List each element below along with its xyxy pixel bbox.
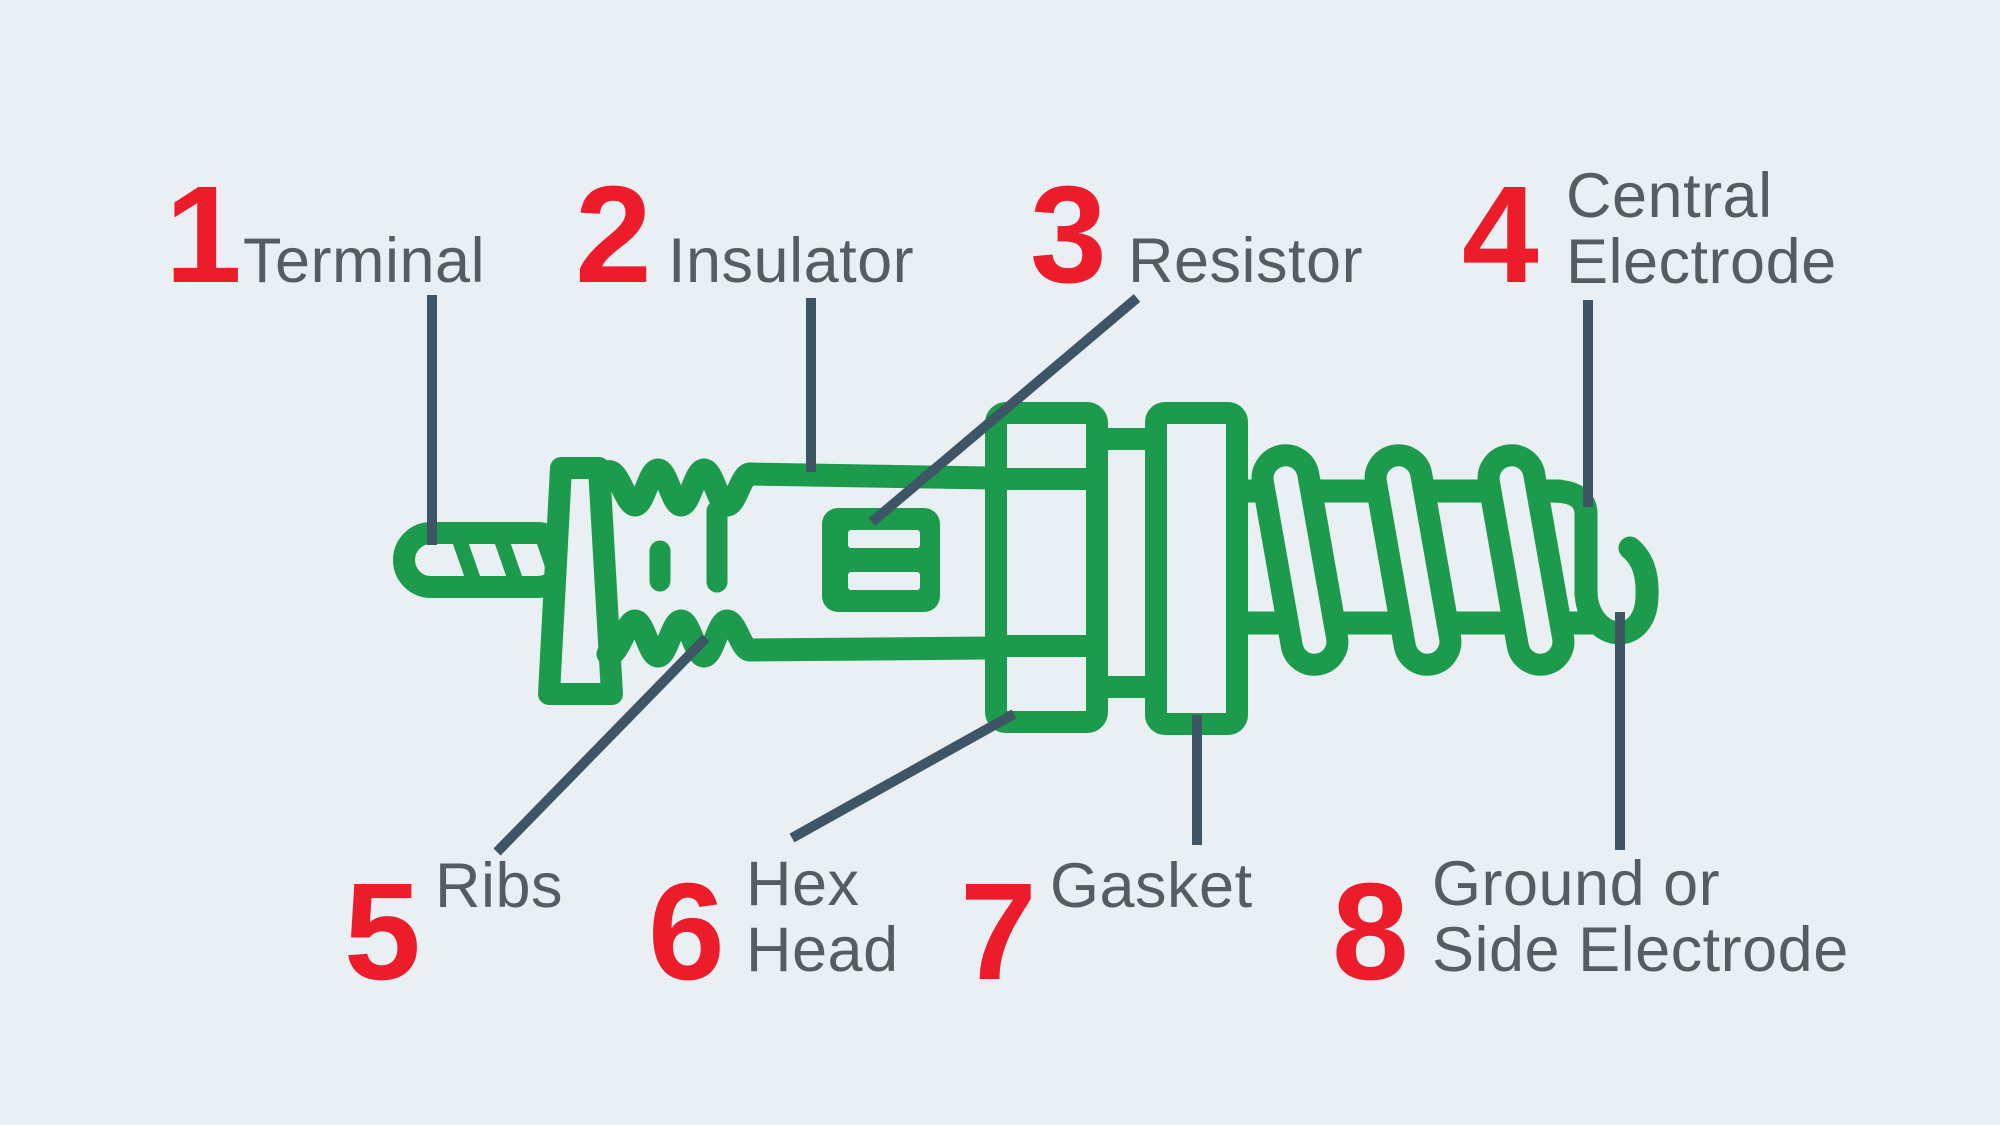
- collar-shape: [538, 457, 623, 705]
- label-ground-electrode-line2: Side Electrode: [1432, 915, 1849, 985]
- label-hex-head-line2: Head: [746, 915, 899, 985]
- hex-head-shape: [985, 402, 1108, 733]
- leader-hex-head: [789, 709, 1017, 843]
- ground-electrode-hook: [1574, 536, 1659, 645]
- label-central-electrode-number: 4: [1462, 158, 1539, 312]
- label-ground-electrode-text: Ground or Side Electrode: [1432, 851, 1849, 983]
- gasket-shape: [1145, 402, 1248, 735]
- label-ribs-number: 5: [344, 855, 421, 1009]
- label-hex-head-line1: Hex: [746, 849, 860, 919]
- label-hex-head-text: Hex Head: [746, 851, 899, 983]
- resistor-shape: [822, 508, 940, 612]
- thread-coil-1: [1251, 444, 1349, 676]
- label-gasket-line1: Gasket: [1050, 851, 1253, 921]
- thread-coil-2: [1364, 444, 1462, 676]
- label-hex-head-number: 6: [648, 855, 725, 1009]
- thread-coil-3: [1477, 444, 1575, 676]
- label-resistor-text: Resistor: [1128, 228, 1363, 294]
- label-gasket-number: 7: [960, 855, 1037, 1009]
- label-central-electrode-text: Central Electrode: [1566, 163, 1837, 295]
- label-ribs-text: Ribs: [435, 853, 563, 919]
- leader-lines: [427, 294, 1625, 856]
- label-ribs-line1: Ribs: [435, 851, 564, 921]
- label-resistor-number: 3: [1030, 158, 1107, 312]
- label-resistor-line1: Resistor: [1128, 226, 1364, 296]
- label-central-electrode-line1: Central: [1566, 161, 1773, 231]
- label-gasket-text: Gasket: [1050, 853, 1253, 919]
- central-electrode-end: [1540, 479, 1598, 606]
- label-terminal-line1: Terminal: [243, 226, 486, 296]
- label-insulator-text: Insulator: [668, 228, 914, 294]
- label-terminal-number: 1: [165, 158, 242, 312]
- ribs-and-insulator-top-edge: [596, 458, 1002, 517]
- label-central-electrode-line2: Electrode: [1566, 227, 1837, 297]
- label-ground-electrode-number: 8: [1332, 855, 1409, 1009]
- label-insulator-number: 2: [575, 158, 652, 312]
- label-terminal-text: Terminal: [243, 228, 485, 294]
- label-ground-electrode-line1: Ground or: [1432, 849, 1721, 919]
- leader-ribs: [493, 634, 710, 856]
- leader-resistor: [868, 294, 1141, 526]
- ribs-and-insulator-bottom-edge: [596, 609, 1002, 668]
- resistor-slot-lower: [848, 572, 920, 590]
- label-insulator-line1: Insulator: [668, 226, 915, 296]
- resistor-slot-upper: [848, 530, 920, 548]
